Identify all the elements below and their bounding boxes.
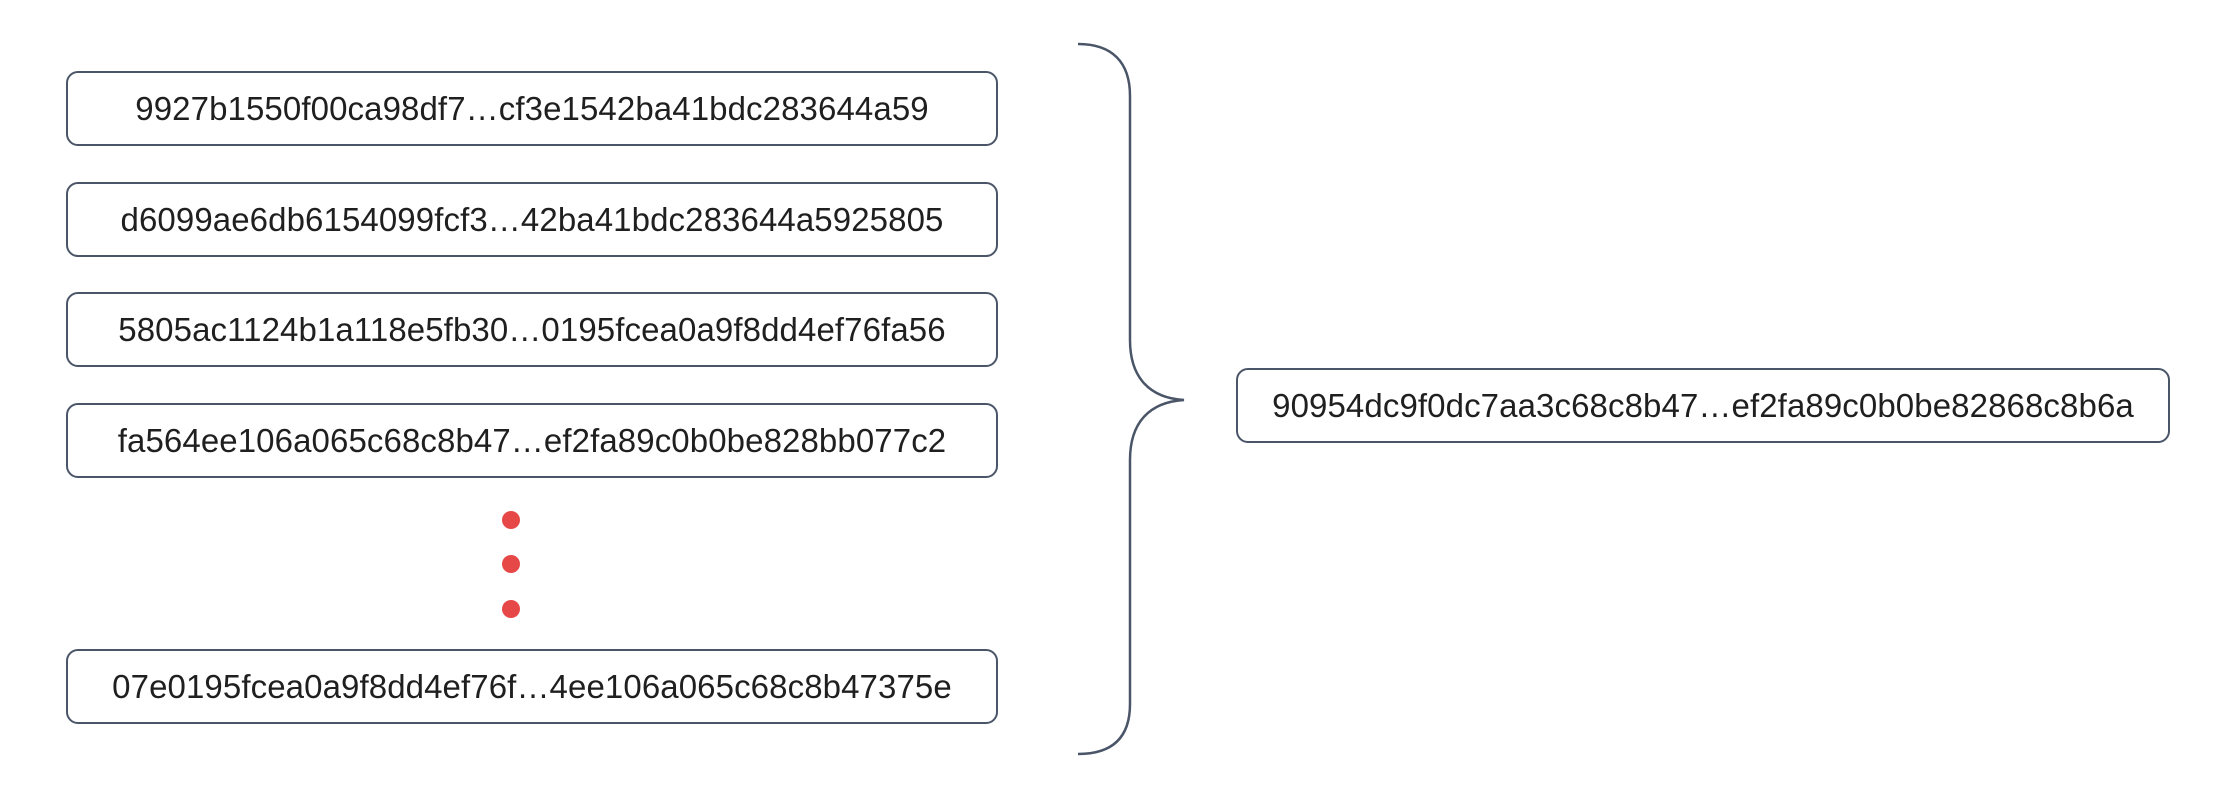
input-hash-box-1: 9927b1550f00ca98df7…cf3e1542ba41bdc28364… [66,71,998,146]
input-hash-box-4: fa564ee106a065c68c8b47…ef2fa89c0b0be828b… [66,403,998,478]
input-hash-box-5: 07e0195fcea0a9f8dd4ef76f…4ee106a065c68c8… [66,649,998,724]
output-hash-box: 90954dc9f0dc7aa3c68c8b47…ef2fa89c0b0be82… [1236,368,2170,443]
input-hash-box-3: 5805ac1124b1a118e5fb30…0195fcea0a9f8dd4e… [66,292,998,367]
input-hash-box-2: d6099ae6db6154099fcf3…42ba41bdc283644a59… [66,182,998,257]
ellipsis-dot [502,600,520,618]
ellipsis-dot [502,555,520,573]
ellipsis-dot [502,511,520,529]
brace-path [1077,42,1185,756]
